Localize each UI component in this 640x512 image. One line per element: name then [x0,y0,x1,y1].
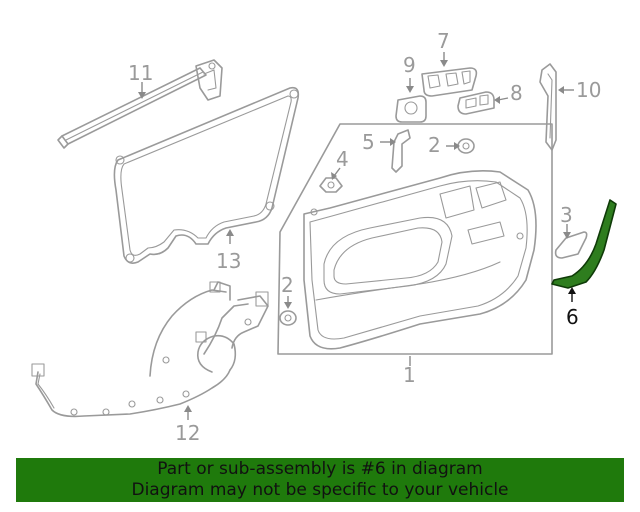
callout-1: 1 [403,363,416,387]
part-1-door-trim-panel [277,123,553,355]
part-13-water-deflector [113,86,300,264]
callout-2-left: 2 [281,273,294,297]
part-8-lock-switch [457,91,495,115]
callout-11: 11 [128,61,153,85]
part-5-bracket [391,129,411,173]
callout-6: 6 [566,305,579,329]
callout-2-top: 2 [428,133,441,157]
callout-10: 10 [576,78,601,102]
part-3-cover [554,231,588,259]
banner-line-1: Part or sub-assembly is #6 in diagram [157,459,483,479]
part-9-switch-bezel [395,95,427,123]
part-6-trim-strip [551,199,617,289]
part-2-clip-top [457,138,475,154]
part-12-wiring-harness [31,281,269,418]
part-10-pillar-trim [539,63,557,151]
banner-line-2: Diagram may not be specific to your vehi… [131,480,509,500]
callout-7: 7 [437,29,450,53]
part-11-weatherstrip [57,59,223,149]
part-4-fastener [319,177,343,193]
info-banner: Part or sub-assembly is #6 in diagram Di… [16,458,624,502]
callout-12: 12 [175,421,200,445]
callout-13: 13 [216,249,241,273]
part-7-window-switch [421,67,478,97]
callout-8: 8 [510,81,523,105]
callout-4: 4 [336,147,349,171]
part-2-clip-left [279,310,297,326]
callout-9: 9 [403,53,416,77]
parts-diagram: 11 13 9 7 8 10 [31,29,617,445]
callout-5: 5 [362,130,375,154]
callout-3: 3 [560,203,573,227]
